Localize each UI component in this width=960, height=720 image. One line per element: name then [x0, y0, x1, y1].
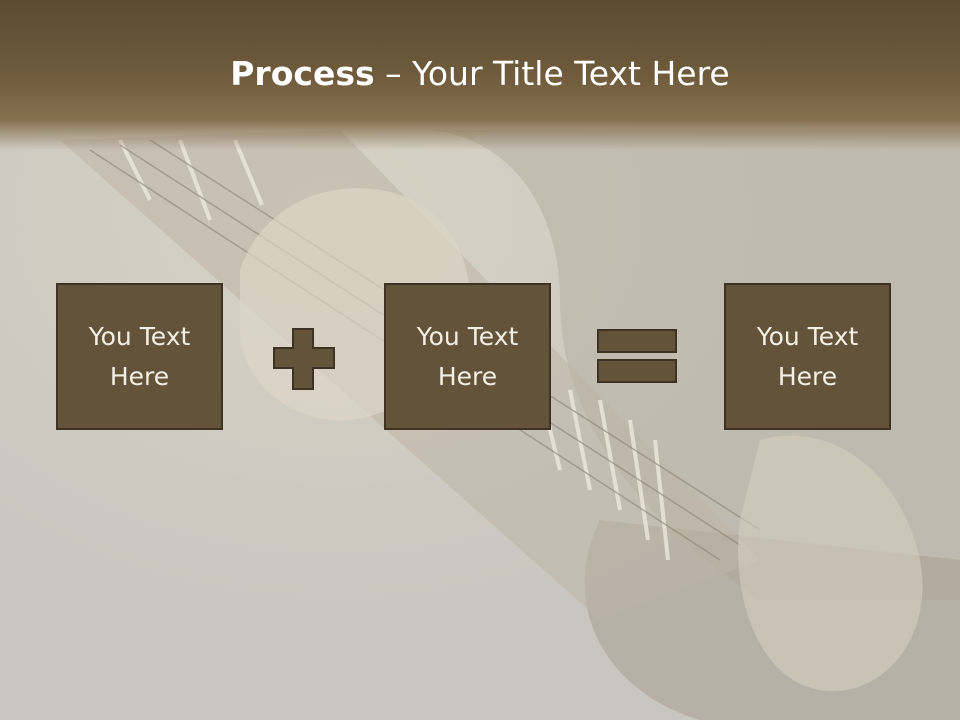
process-box-2[interactable]: You Text Here	[384, 283, 551, 430]
process-box-2-text: You Text Here	[416, 321, 519, 391]
process-box-1[interactable]: You Text Here	[56, 283, 223, 430]
title-bold: Process	[230, 54, 375, 93]
process-box-1-text: You Text Here	[88, 321, 191, 391]
process-box-3[interactable]: You Text Here	[724, 283, 891, 430]
title-bar	[0, 0, 960, 150]
plus-icon	[273, 328, 335, 390]
process-box-3-text: You Text Here	[756, 321, 859, 391]
equals-icon	[597, 329, 677, 383]
title-rest: – Your Title Text Here	[374, 54, 730, 93]
slide-title: Process – Your Title Text Here	[0, 52, 960, 96]
